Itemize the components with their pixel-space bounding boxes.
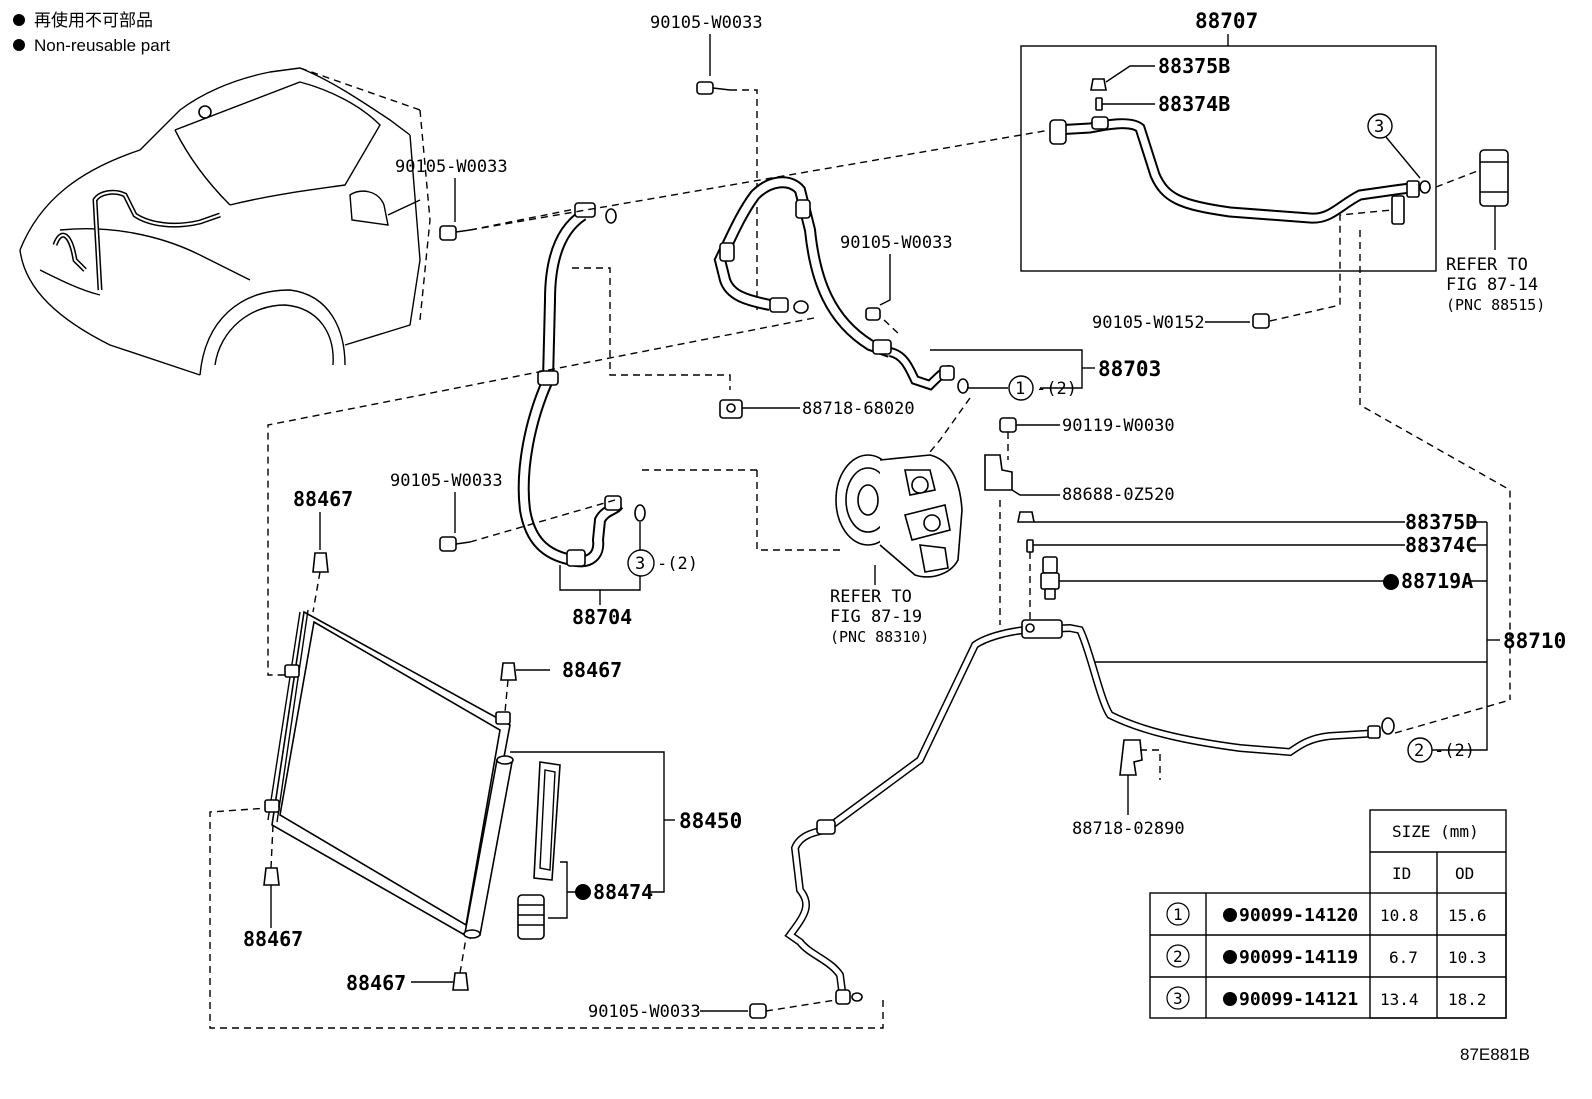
label-88467-a: 88467	[293, 487, 353, 511]
size-row-3-part: 90099-14121	[1239, 989, 1358, 1010]
label-88474: 88474	[593, 880, 653, 904]
legend-japanese: 再使用不可部品	[34, 10, 153, 30]
label-90119-W0030: 90119-W0030	[1062, 416, 1175, 436]
assembly-88707: 88707 88375B 88374B 3	[469, 9, 1437, 272]
bolt-90119-W0030: 90119-W0030 88688-0Z520	[984, 416, 1175, 625]
refer-87-14-line1: REFER TO	[1446, 255, 1528, 275]
label-88704: 88704	[572, 605, 632, 629]
label-90105-W0152: 90105-W0152	[1092, 313, 1205, 333]
size-row-2-ref: 2	[1173, 947, 1183, 966]
size-row-1-id: 10.8	[1380, 906, 1419, 925]
bolt-90105-W0033-top: 90105-W0033	[650, 13, 763, 310]
label-88467-d: 88467	[346, 971, 406, 995]
size-row-3-od: 18.2	[1448, 990, 1487, 1009]
marker-2-num: 2	[1414, 741, 1424, 761]
assembly-88710: 88375D 88374C 88719A 88710 2 -(2) 88	[784, 510, 1566, 1005]
label-90105-W0033-bottom: 90105-W0033	[588, 1002, 701, 1022]
vehicle-outline	[19, 67, 431, 376]
size-row-3-ref: 3	[1173, 989, 1183, 1008]
label-88450: 88450	[679, 809, 742, 833]
non-reusable-dot-icon	[13, 14, 25, 26]
marker-3-top-num: 3	[1374, 117, 1384, 137]
label-88719A: 88719A	[1401, 569, 1473, 593]
refer-87-14-line2: FIG 87-14	[1446, 275, 1538, 295]
size-row-2-od: 10.3	[1448, 948, 1487, 967]
label-88467-b: 88467	[562, 658, 622, 682]
condenser-88450: 88450 88474	[264, 609, 742, 940]
clamp-88718-68020: 88718-68020	[719, 399, 915, 419]
bolt-90105-W0152: 90105-W0152	[1092, 209, 1511, 700]
size-row-2-part: 90099-14119	[1239, 947, 1358, 968]
label-88375D: 88375D	[1405, 510, 1477, 534]
size-table: SIZE (mm) ID OD 1 90099-14120 10.8 15.6 …	[1149, 809, 1507, 1019]
bolt-90105-W0033-mid: 90105-W0033	[390, 471, 616, 552]
marker-1-num: 1	[1015, 379, 1025, 399]
non-reusable-dot-icon	[1223, 908, 1237, 922]
refer-87-14-line3: (PNC 88515)	[1446, 296, 1545, 314]
label-88375B: 88375B	[1158, 54, 1230, 78]
label-88718-02890: 88718-02890	[1072, 819, 1185, 839]
size-row-3-id: 13.4	[1380, 990, 1419, 1009]
marker-2-qty: -(2)	[1434, 741, 1475, 761]
refer-87-19-line1: REFER TO	[830, 587, 912, 607]
non-reusable-dot-icon	[1223, 992, 1237, 1006]
non-reusable-dot-icon	[575, 884, 591, 900]
size-row-1-od: 15.6	[1448, 906, 1487, 925]
refer-87-14-component: REFER TO FIG 87-14 (PNC 88515)	[1435, 149, 1545, 314]
size-row-1-part: 90099-14120	[1239, 905, 1358, 926]
label-90105-W0033-top: 90105-W0033	[650, 13, 763, 33]
label-88703: 88703	[1098, 357, 1161, 381]
size-table-col-od: OD	[1455, 864, 1474, 883]
refer-87-19-line2: FIG 87-19	[830, 607, 922, 627]
bolt-90105-W0033-lower: 90105-W0033	[840, 233, 953, 336]
bolt-90105-W0033-bottom: 90105-W0033	[209, 807, 884, 1029]
label-88707: 88707	[1195, 9, 1258, 33]
label-88374C: 88374C	[1405, 533, 1477, 557]
hose-88704: 88704	[517, 202, 731, 629]
legend-english: Non-reusable part	[34, 36, 170, 55]
non-reusable-dot-icon	[1223, 950, 1237, 964]
label-88718-68020: 88718-68020	[802, 399, 915, 419]
legend: 再使用不可部品 Non-reusable part	[13, 10, 170, 55]
label-90105-W0033-lower: 90105-W0033	[840, 233, 953, 253]
label-88467-c: 88467	[243, 927, 303, 951]
size-table-col-id: ID	[1392, 864, 1411, 883]
cushions-88467: 88467 88467 88467 88467	[243, 487, 622, 995]
compressor: REFER TO FIG 87-19 (PNC 88310)	[640, 397, 971, 646]
size-table-header: SIZE (mm)	[1392, 822, 1479, 841]
size-row-1-ref: 1	[1173, 905, 1183, 924]
marker-3-left-qty: -(2)	[657, 554, 698, 574]
label-88688-0Z520: 88688-0Z520	[1062, 485, 1175, 505]
hose-88703: 88703 1 -(2)	[267, 176, 1161, 676]
marker-3-left-num: 3	[635, 554, 645, 574]
label-88710: 88710	[1503, 629, 1566, 653]
oring-marker-3-left: 3 -(2)	[627, 522, 698, 577]
refer-87-19-line3: (PNC 88310)	[830, 628, 929, 646]
non-reusable-dot-icon	[13, 39, 25, 51]
label-88374B: 88374B	[1158, 92, 1230, 116]
marker-1-qty: -(2)	[1036, 379, 1077, 399]
non-reusable-dot-icon	[1383, 574, 1399, 590]
size-row-2-id: 6.7	[1389, 948, 1418, 967]
label-90105-W0033-mid: 90105-W0033	[390, 471, 503, 491]
label-90105-W0033-left: 90105-W0033	[395, 157, 508, 177]
figure-id: 87E881B	[1460, 1045, 1530, 1064]
